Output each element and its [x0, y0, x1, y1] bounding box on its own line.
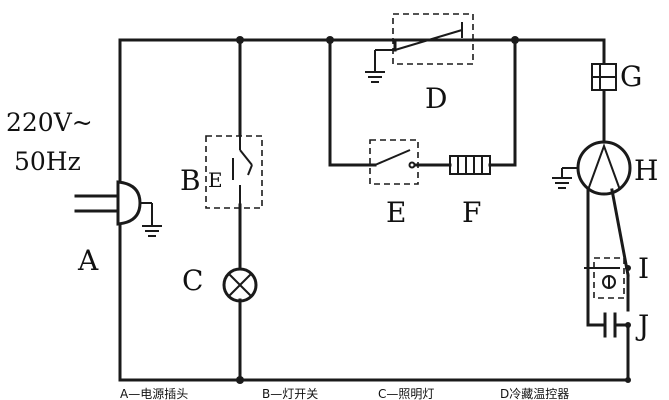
legend-item: A—电源插头 — [120, 387, 188, 400]
lamp-switch-icon — [205, 135, 263, 209]
source-frequency: 50Hz — [14, 147, 81, 176]
junction-dot — [236, 376, 244, 384]
start-relay-icon — [584, 257, 631, 299]
lamp-icon — [222, 267, 258, 303]
switch-B-mark: E — [208, 168, 223, 192]
junction-dot — [236, 36, 244, 44]
legend: A—电源插头 B—灯开关 C—照明灯 D冷藏温控器 — [120, 387, 569, 400]
source-voltage: 220V~ — [6, 108, 93, 137]
legend-item: C—照明灯 — [378, 387, 434, 400]
label-C: C — [182, 264, 203, 297]
junction-dot — [625, 377, 631, 383]
legend-item: B—灯开关 — [262, 387, 318, 400]
junction-dot — [511, 36, 519, 44]
label-G: G — [620, 60, 642, 93]
compressor-motor-icon — [552, 140, 632, 196]
label-H: H — [634, 154, 658, 187]
label-A: A — [77, 244, 99, 277]
overload-protector-icon — [591, 63, 617, 91]
main-wires — [118, 38, 630, 382]
capacitor-icon — [603, 312, 631, 338]
label-F: F — [462, 196, 481, 229]
junction-dot — [326, 36, 334, 44]
junction-dots — [236, 36, 631, 384]
power-plug-icon — [74, 180, 162, 237]
legend-item: D冷藏温控器 — [500, 387, 569, 400]
thermostat-icon — [365, 13, 474, 83]
label-J: J — [635, 309, 649, 342]
heater-switch-icon — [369, 139, 419, 185]
heater-coil-icon — [449, 155, 491, 175]
label-B: B — [180, 164, 201, 197]
label-E: E — [386, 196, 406, 229]
label-D: D — [425, 82, 447, 115]
label-I: I — [638, 252, 649, 285]
